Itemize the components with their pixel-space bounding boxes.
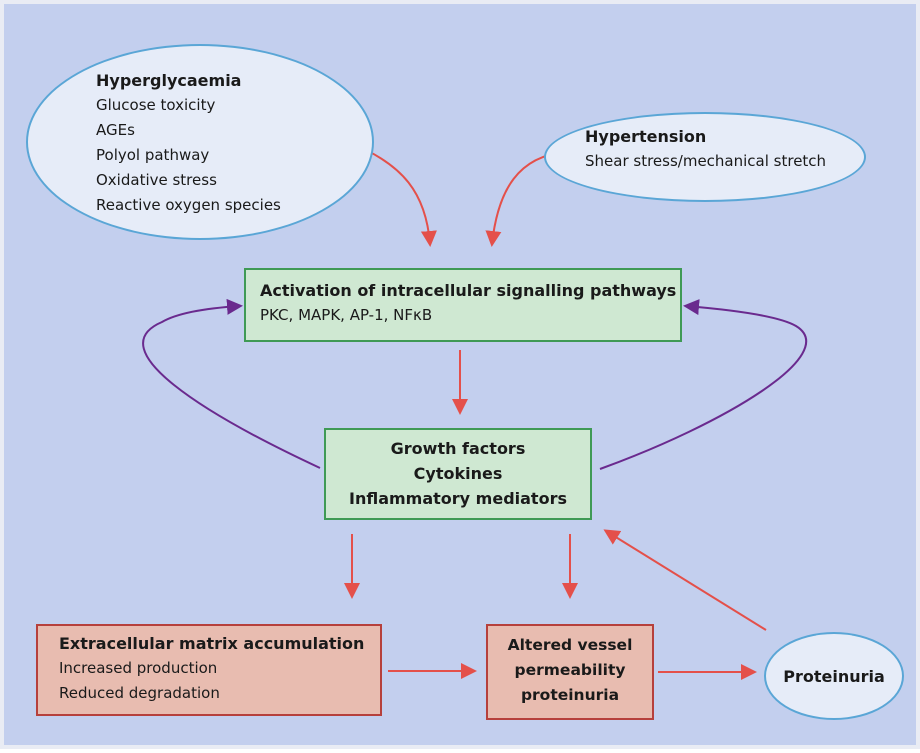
growth-factors-node: Growth factors Cytokines Inflammatory me…: [324, 428, 592, 520]
ecm-title: Extracellular matrix accumulation: [59, 634, 365, 653]
feedback-loop-right: [599, 299, 808, 470]
hypertension-item: Shear stress/mechanical stretch: [585, 152, 827, 170]
altered-item: Altered vessel: [507, 636, 633, 654]
hyperglycaemia-item: AGEs: [96, 121, 135, 139]
activation-item: PKC, MAPK, AP-1, NFκB: [260, 306, 433, 324]
ecm-item: Reduced degradation: [59, 684, 220, 702]
hyperglycaemia-item: Polyol pathway: [96, 146, 210, 164]
proteinuria-node: Proteinuria: [764, 632, 904, 720]
ecm-node: Extracellular matrix accumulation Increa…: [36, 624, 382, 716]
altered-item: permeability: [514, 661, 626, 679]
altered-item: proteinuria: [520, 686, 620, 704]
activation-node: Activation of intracellular signalling p…: [244, 268, 682, 342]
altered-permeability-node: Altered vessel permeability proteinuria: [486, 624, 654, 720]
hyperglycaemia-node: Hyperglycaemia Glucose toxicity AGEs Pol…: [26, 44, 374, 240]
hypertension-title: Hypertension: [585, 127, 707, 146]
activation-title: Activation of intracellular signalling p…: [260, 281, 677, 300]
hypertension-node: Hypertension Shear stress/mechanical str…: [544, 112, 866, 202]
growth-item: Growth factors: [390, 439, 526, 458]
proteinuria-title: Proteinuria: [783, 667, 885, 686]
growth-item: Cytokines: [413, 464, 503, 483]
growth-item: Inflammatory mediators: [349, 489, 567, 508]
hyperglycaemia-title: Hyperglycaemia: [96, 71, 242, 90]
ecm-item: Increased production: [59, 659, 218, 677]
hyperglycaemia-item: Glucose toxicity: [96, 96, 216, 114]
hyperglycaemia-item: Oxidative stress: [96, 171, 217, 189]
arrow-proteinuria-to-growth: [603, 529, 767, 631]
hyperglycaemia-item: Reactive oxygen species: [96, 196, 281, 214]
feedback-loop-left: [142, 298, 321, 469]
